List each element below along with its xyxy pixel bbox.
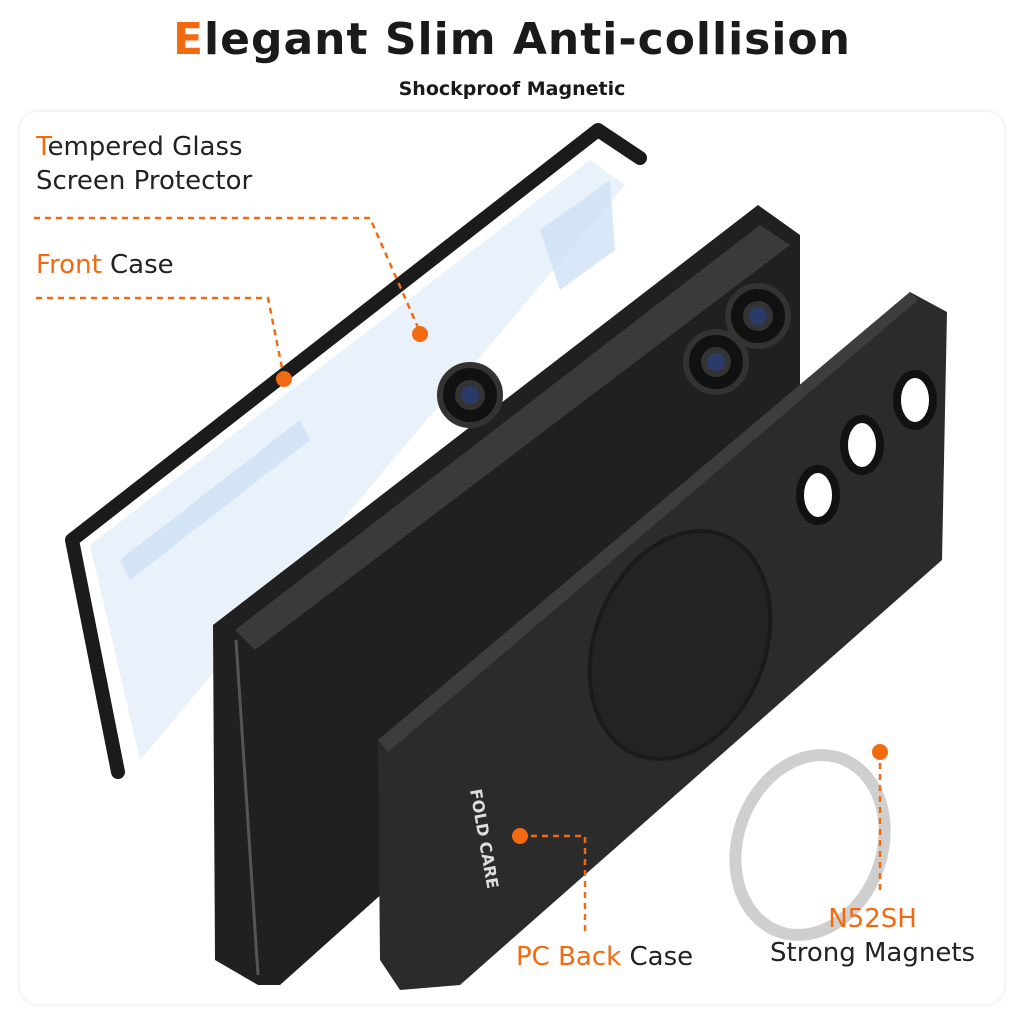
label-text: Case [621, 942, 694, 972]
phone-body [213, 205, 800, 985]
label-pc-back-case: PC Back Case [516, 940, 693, 974]
label-text: Screen Protector [36, 166, 253, 196]
front-case-frame [65, 123, 647, 779]
label-accent: N52SH [828, 904, 917, 934]
page-title: Elegant Slim Anti-collision [0, 14, 1024, 65]
title-accent-letter: E [172, 14, 205, 65]
label-text: Case [101, 250, 174, 280]
glass-protector [90, 160, 625, 760]
magsafe-circle [587, 529, 773, 761]
label-text: empered Glass [47, 132, 243, 162]
label-accent: Front [36, 250, 102, 280]
label-text: Strong Magnets [770, 938, 976, 968]
subtitle: Shockproof Magnetic [398, 78, 626, 100]
title-text: legant Slim Anti-collision [204, 14, 851, 65]
label-accent: PC Back [516, 942, 622, 972]
label-accent: T [36, 132, 48, 162]
camera-lenses [437, 283, 791, 428]
label-magnets: N52SH Strong Magnets [770, 902, 975, 970]
label-front-case: Front Case [36, 248, 174, 282]
magnet-ring [729, 749, 891, 941]
